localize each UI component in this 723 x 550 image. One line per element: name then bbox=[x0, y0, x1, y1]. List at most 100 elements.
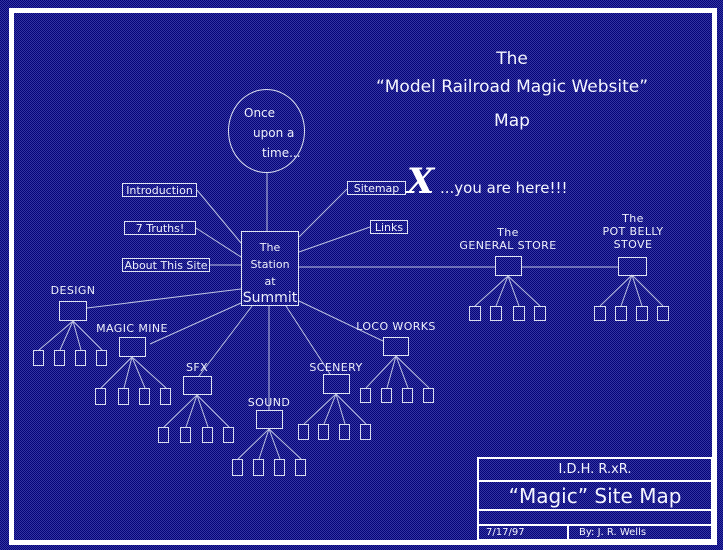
design-child-page-box[interactable] bbox=[54, 350, 65, 366]
node-pot-belly-stove[interactable] bbox=[618, 257, 647, 276]
title-block-map-title-row: “Magic” Site Map bbox=[477, 480, 713, 511]
scenery-child-page-box[interactable] bbox=[339, 424, 350, 440]
station-line3: at bbox=[264, 275, 276, 288]
scenery-child-page-box[interactable] bbox=[318, 424, 329, 440]
magic-mine-child-page-box[interactable] bbox=[139, 388, 150, 405]
node-scenery[interactable] bbox=[323, 374, 350, 394]
node-about-this-site[interactable]: About This Site bbox=[122, 258, 210, 272]
connector-line bbox=[149, 302, 242, 345]
connector-line bbox=[620, 274, 633, 307]
connector-line bbox=[72, 320, 103, 351]
pot-belly-stove-child-page-box[interactable] bbox=[636, 306, 648, 321]
connector-line bbox=[507, 275, 520, 307]
general-store-label: The GENERAL STORE bbox=[455, 226, 561, 252]
seven-truths-label: 7 Truths! bbox=[135, 221, 185, 235]
magic-mine-child-page-box[interactable] bbox=[160, 388, 171, 405]
connector-line bbox=[631, 274, 643, 307]
sfx-label: SFX bbox=[185, 361, 209, 374]
connector-line bbox=[163, 394, 198, 428]
node-general-store[interactable] bbox=[495, 256, 522, 276]
loco-works-child-page-box[interactable] bbox=[381, 388, 392, 403]
pot-belly-stove-child-page-box[interactable] bbox=[615, 306, 627, 321]
connector-line bbox=[237, 428, 270, 460]
connector-line bbox=[196, 394, 209, 428]
you-are-here-label: ...you are here!!! bbox=[440, 179, 568, 197]
loco-works-label: LOCO WORKS bbox=[356, 320, 436, 333]
map-title: “Magic” Site Map bbox=[508, 483, 682, 508]
magic-mine-child-page-box[interactable] bbox=[95, 388, 106, 405]
sfx-child-page-box[interactable] bbox=[223, 427, 234, 443]
design-child-page-box[interactable] bbox=[75, 350, 86, 366]
node-magic-mine[interactable] bbox=[119, 337, 146, 357]
sitemap-label: Sitemap bbox=[353, 181, 400, 195]
page-title-line2: “Model Railroad Magic Website” bbox=[375, 77, 649, 97]
connector-line bbox=[86, 288, 242, 309]
general-store-child-page-box[interactable] bbox=[490, 306, 502, 321]
sfx-child-page-box[interactable] bbox=[202, 427, 213, 443]
title-block-date-cell: 7/17/97 bbox=[477, 524, 569, 541]
connector-line bbox=[72, 320, 82, 351]
connector-line bbox=[268, 428, 281, 460]
connector-line bbox=[268, 428, 302, 460]
scenery-child-page-box[interactable] bbox=[298, 424, 309, 440]
pot-belly-stove-name2: STOVE bbox=[613, 238, 653, 251]
design-label: DESIGN bbox=[50, 284, 96, 297]
introduction-label: Introduction bbox=[126, 183, 193, 197]
node-station-at-summit[interactable]: The Station at Summit bbox=[241, 231, 299, 306]
connector-line bbox=[196, 394, 230, 428]
connector-line bbox=[395, 355, 430, 389]
connector-line bbox=[631, 274, 664, 307]
general-store-name: GENERAL STORE bbox=[459, 239, 557, 252]
loco-works-child-page-box[interactable] bbox=[402, 388, 413, 403]
connector-line bbox=[474, 275, 509, 307]
page-title-line3: Map bbox=[494, 111, 530, 131]
connector-line bbox=[123, 356, 133, 389]
connector-line bbox=[298, 188, 348, 238]
connector-line bbox=[185, 394, 198, 428]
sound-child-page-box[interactable] bbox=[295, 459, 306, 476]
sfx-child-page-box[interactable] bbox=[158, 427, 169, 443]
sound-child-page-box[interactable] bbox=[253, 459, 264, 476]
node-links[interactable]: Links bbox=[370, 220, 408, 234]
sfx-child-page-box[interactable] bbox=[180, 427, 191, 443]
general-store-child-page-box[interactable] bbox=[469, 306, 481, 321]
design-child-page-box[interactable] bbox=[33, 350, 44, 366]
node-loco-works[interactable] bbox=[383, 337, 409, 356]
pot-belly-stove-name1: POT BELLY bbox=[602, 225, 664, 238]
title-block-byline-cell: By: J. R. Wells bbox=[567, 524, 713, 541]
once-line3: time... bbox=[262, 146, 301, 160]
node-sitemap[interactable]: Sitemap bbox=[347, 181, 406, 195]
links-label: Links bbox=[374, 220, 404, 234]
connector-line bbox=[507, 275, 541, 307]
loco-works-child-page-box[interactable] bbox=[423, 388, 434, 403]
connector-line bbox=[258, 428, 270, 460]
sound-child-page-box[interactable] bbox=[274, 459, 285, 476]
connector-line bbox=[323, 393, 337, 425]
once-line1: Once bbox=[244, 106, 276, 120]
scenery-child-page-box[interactable] bbox=[360, 424, 371, 440]
node-seven-truths[interactable]: 7 Truths! bbox=[124, 221, 196, 235]
connector-line bbox=[38, 320, 74, 351]
node-sound[interactable] bbox=[256, 410, 283, 429]
connector-line bbox=[365, 355, 397, 389]
magic-mine-child-page-box[interactable] bbox=[118, 388, 129, 405]
once-upon-a-time-node[interactable]: Once upon a time... bbox=[228, 89, 305, 173]
pot-belly-stove-child-page-box[interactable] bbox=[657, 306, 669, 321]
node-sfx[interactable] bbox=[183, 376, 212, 395]
magic-mine-label: MAGIC MINE bbox=[96, 322, 168, 335]
design-child-page-box[interactable] bbox=[96, 350, 107, 366]
pot-belly-stove-prefix: The bbox=[622, 212, 644, 225]
once-line2: upon a bbox=[253, 126, 295, 140]
loco-works-child-page-box[interactable] bbox=[360, 388, 371, 403]
page-title: The “Model Railroad Magic Website” Map bbox=[337, 49, 687, 131]
node-design[interactable] bbox=[59, 301, 87, 321]
node-introduction[interactable]: Introduction bbox=[122, 183, 197, 197]
general-store-child-page-box[interactable] bbox=[513, 306, 525, 321]
general-store-child-page-box[interactable] bbox=[534, 306, 546, 321]
connector-line bbox=[335, 393, 346, 425]
sound-child-page-box[interactable] bbox=[232, 459, 243, 476]
pot-belly-stove-child-page-box[interactable] bbox=[594, 306, 606, 321]
pot-belly-stove-label: The POT BELLY STOVE bbox=[585, 212, 681, 251]
you-are-here-x-mark: X bbox=[407, 161, 435, 202]
connector-line bbox=[100, 356, 133, 389]
